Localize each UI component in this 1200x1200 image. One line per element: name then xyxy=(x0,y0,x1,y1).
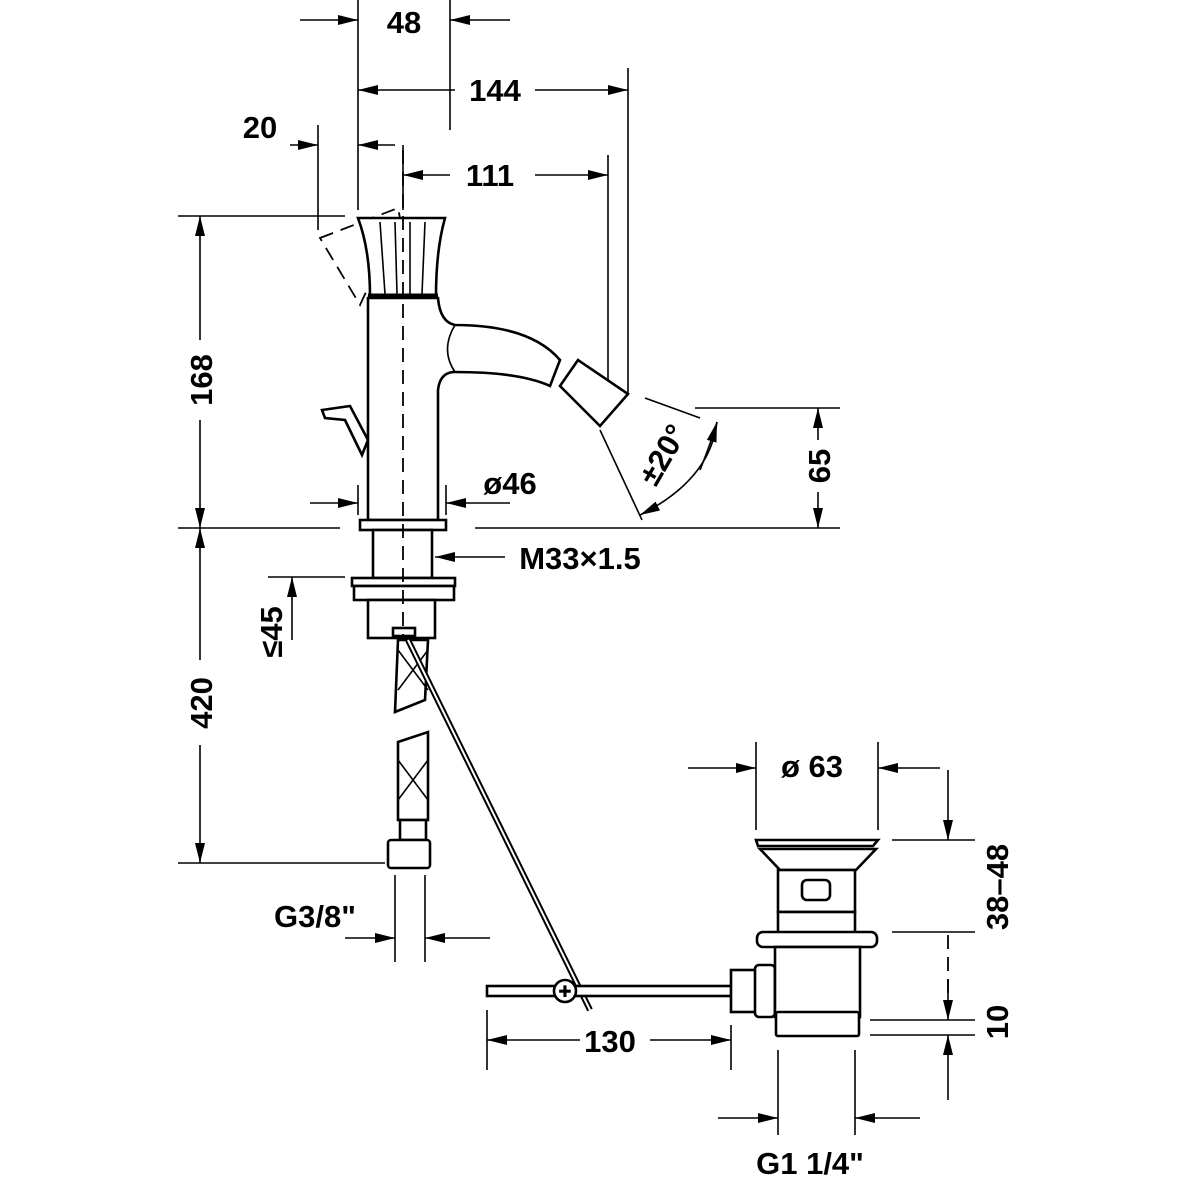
dim-20: 20 xyxy=(243,110,277,145)
dim-65: 65 xyxy=(802,449,837,483)
dim-g3-8: G3/8" xyxy=(274,899,356,934)
extension-lines xyxy=(178,0,975,1135)
dim-g1-1-4: G1 1/4" xyxy=(756,1146,864,1181)
dim-38-48: 38–48 xyxy=(980,844,1015,930)
dim-diameter-63: ø 63 xyxy=(781,749,843,784)
dim-111: 111 xyxy=(466,158,514,193)
dim-10: 10 xyxy=(980,1005,1015,1039)
dim-max-45: ≤45 xyxy=(254,606,289,658)
drain-assembly: ✚ xyxy=(485,838,881,1038)
dimension-labels: 48 144 20 111 168 ø46 ±20° 65 M33×1.5 ≤4… xyxy=(184,5,1015,1181)
screw-icon: ✚ xyxy=(558,982,571,1001)
dim-144: 144 xyxy=(469,73,521,108)
dimension-arrows xyxy=(195,14,953,1123)
dim-diameter-46: ø46 xyxy=(483,466,536,501)
dim-48: 48 xyxy=(387,5,421,40)
faucet-body xyxy=(318,150,630,1012)
dim-130: 130 xyxy=(584,1024,636,1059)
dim-420: 420 xyxy=(184,677,219,729)
dim-swivel-angle: ±20° xyxy=(632,418,694,491)
dim-thread-m33: M33×1.5 xyxy=(519,541,641,576)
dim-168: 168 xyxy=(184,354,219,406)
